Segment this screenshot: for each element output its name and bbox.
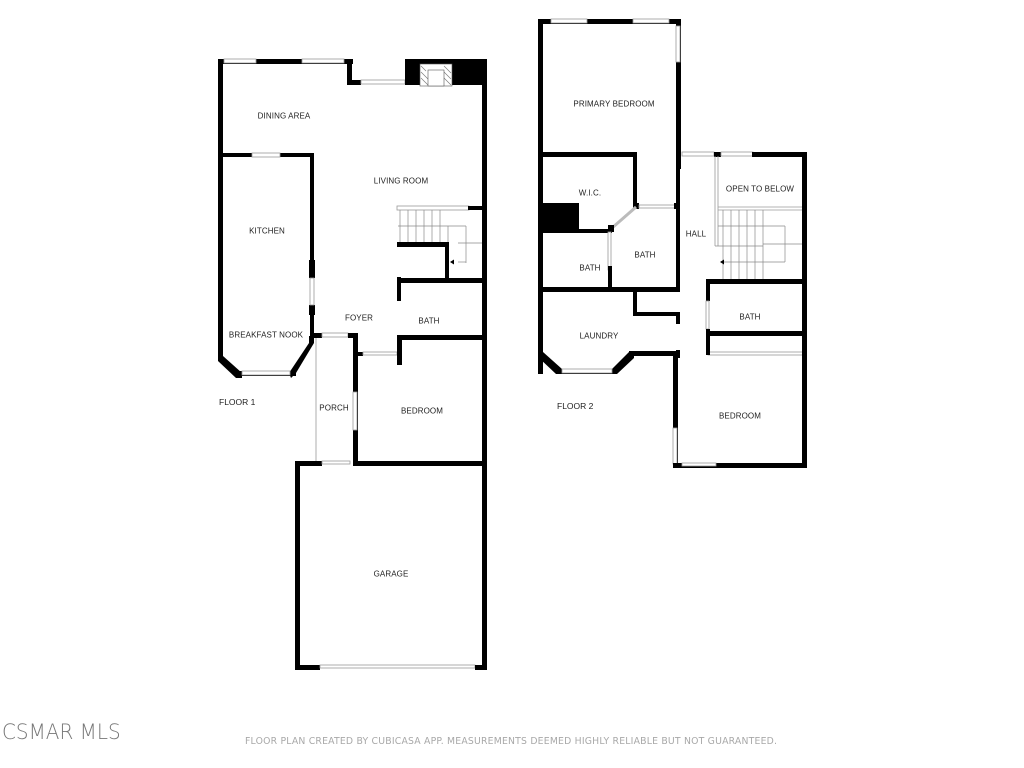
room-label-living-room: LIVING ROOM: [373, 176, 429, 186]
room-label-hall: HALL: [685, 229, 707, 239]
room-label-bath: BATH: [418, 316, 440, 326]
room-label-breakfast-nook: BREAKFAST NOOK: [228, 330, 304, 340]
floor-1-label: FLOOR 1: [219, 397, 256, 407]
room-label-open-to-below: OPEN TO BELOW: [725, 184, 795, 194]
floor-2-label: FLOOR 2: [557, 401, 594, 411]
room-label-foyer: FOYER: [344, 313, 374, 323]
room-label-wic: W.I.C.: [578, 188, 602, 198]
room-label-bath-hall: BATH: [739, 312, 761, 322]
room-label-bath-primary: BATH: [634, 250, 656, 260]
room-label-bedroom: BEDROOM: [400, 406, 444, 416]
room-label-primary-bedroom: PRIMARY BEDROOM: [573, 99, 655, 109]
room-label-porch: PORCH: [319, 403, 349, 413]
room-label-bath-small: BATH: [579, 263, 601, 273]
room-label-bedroom-2: BEDROOM: [718, 411, 762, 421]
room-label-laundry: LAUNDRY: [579, 331, 619, 341]
room-label-garage: GARAGE: [373, 569, 409, 579]
room-label-kitchen: KITCHEN: [249, 226, 285, 236]
csmar-mls-logo: CSMAR MLS: [2, 720, 121, 744]
room-label-dining-area: DINING AREA: [257, 111, 311, 121]
disclaimer-text: FLOOR PLAN CREATED BY CUBICASA APP. MEAS…: [245, 736, 778, 747]
floor-1-walls: [218, 58, 487, 670]
floor-2-walls: [538, 18, 807, 468]
